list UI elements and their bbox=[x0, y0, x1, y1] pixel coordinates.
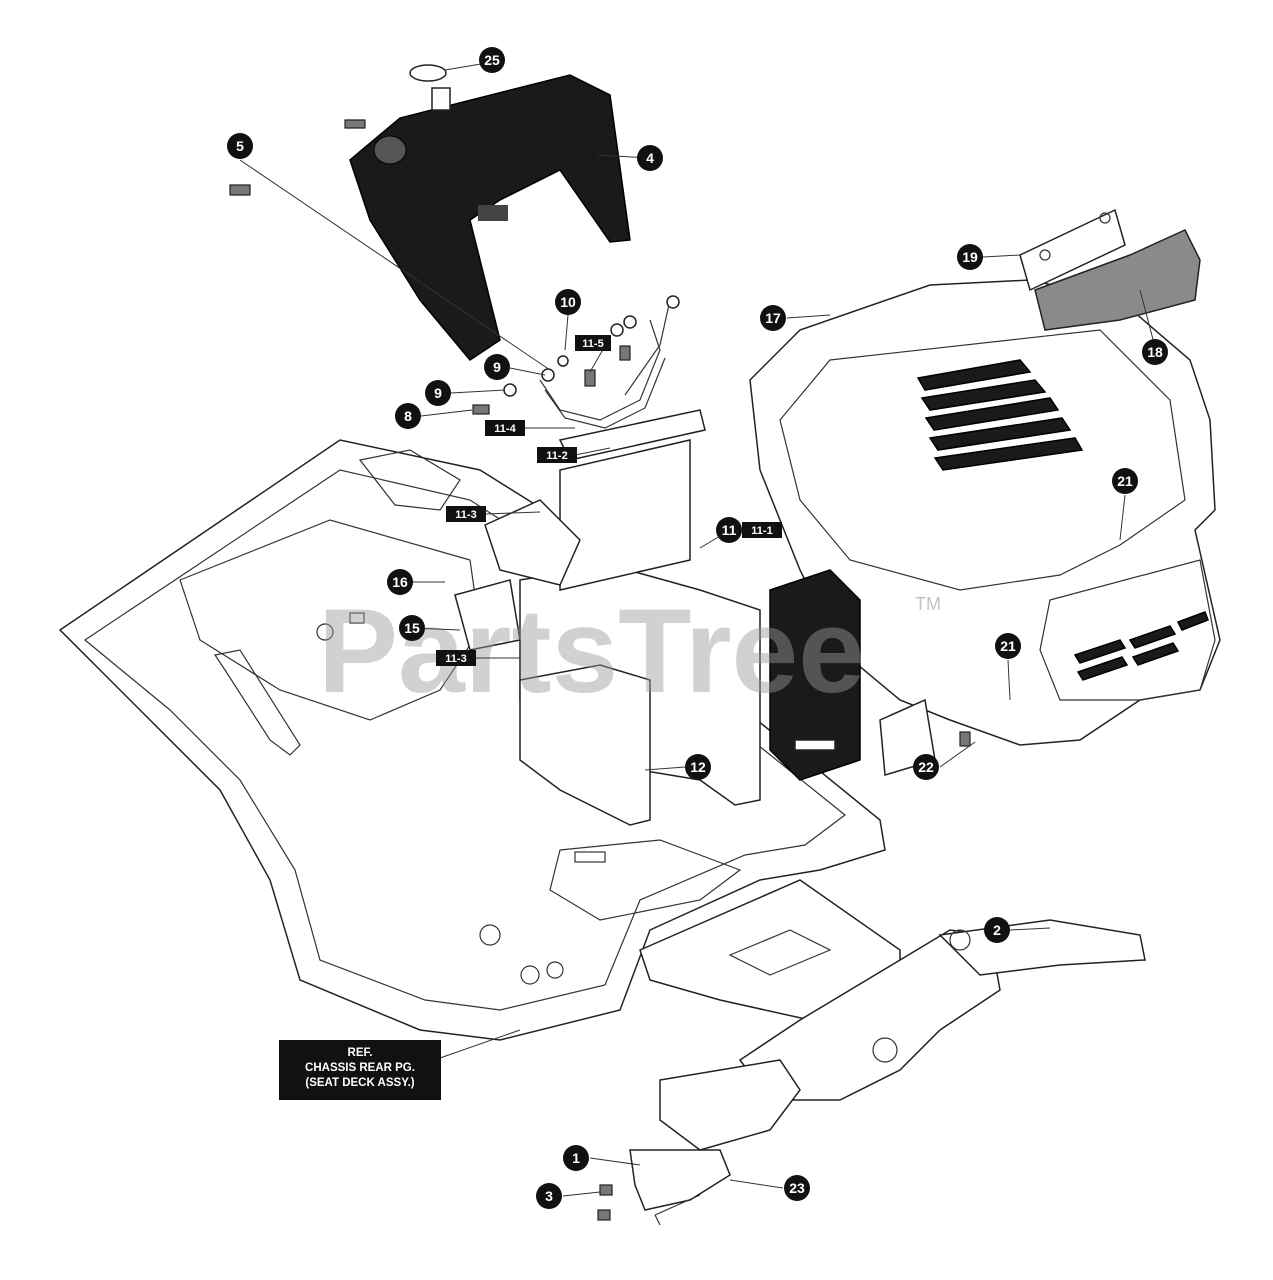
reference-line-3: (SEAT DECK ASSY.) bbox=[305, 1077, 415, 1089]
callout-25[interactable]: 25 bbox=[479, 47, 505, 73]
svg-text:11-4: 11-4 bbox=[494, 423, 516, 435]
steering-tie-rod bbox=[629, 1149, 731, 1226]
svg-text:11-5: 11-5 bbox=[582, 338, 603, 350]
svg-text:22: 22 bbox=[918, 759, 934, 775]
callout-5[interactable]: 5 bbox=[227, 133, 253, 159]
hood-plate bbox=[1019, 208, 1126, 292]
svg-text:10: 10 bbox=[560, 294, 576, 310]
callout-8[interactable]: 8 bbox=[395, 403, 421, 429]
svg-text:11-2: 11-2 bbox=[546, 450, 567, 462]
leader-lines bbox=[239, 59, 1156, 1197]
watermark: PartsTree TM bbox=[318, 584, 941, 718]
watermark-tm: TM bbox=[915, 594, 941, 614]
callout-12[interactable]: 12 bbox=[685, 754, 711, 780]
svg-text:9: 9 bbox=[493, 359, 501, 375]
svg-text:18: 18 bbox=[1147, 344, 1163, 360]
svg-text:15: 15 bbox=[404, 620, 420, 636]
callout-18[interactable]: 18 bbox=[1142, 339, 1168, 365]
callouts: 25 5 4 10 9 9 8 11 16 15 12 17 19 18 21 … bbox=[227, 47, 1168, 1209]
callout-21-lower[interactable]: 21 bbox=[995, 633, 1021, 659]
reference-line-2: CHASSIS REAR PG. bbox=[305, 1062, 415, 1074]
svg-text:11-3: 11-3 bbox=[455, 509, 476, 521]
svg-text:5: 5 bbox=[236, 138, 244, 154]
tag-11-2[interactable]: 11-2 bbox=[537, 447, 577, 463]
callout-9-lower[interactable]: 9 bbox=[425, 380, 451, 406]
svg-text:4: 4 bbox=[646, 150, 654, 166]
battery bbox=[769, 569, 936, 781]
tag-11-5[interactable]: 11-5 bbox=[575, 335, 611, 351]
hood-vents bbox=[916, 359, 1084, 471]
reference-note: REF. CHASSIS REAR PG. (SEAT DECK ASSY.) bbox=[279, 1040, 441, 1100]
svg-text:9: 9 bbox=[434, 385, 442, 401]
callout-3[interactable]: 3 bbox=[536, 1183, 562, 1209]
hood-support-rods bbox=[539, 299, 671, 429]
svg-text:17: 17 bbox=[765, 310, 781, 326]
fuel-tank-cover bbox=[349, 74, 631, 361]
tag-11-4[interactable]: 11-4 bbox=[485, 420, 525, 436]
fuel-cap bbox=[409, 64, 451, 111]
tags: 11-5 11-4 11-2 11-3 11-1 11-3 bbox=[436, 335, 782, 666]
grille-vents bbox=[1073, 611, 1209, 681]
svg-text:3: 3 bbox=[545, 1188, 553, 1204]
callout-2[interactable]: 2 bbox=[984, 917, 1010, 943]
callout-21-upper[interactable]: 21 bbox=[1112, 468, 1138, 494]
svg-text:23: 23 bbox=[789, 1180, 805, 1196]
svg-text:21: 21 bbox=[1117, 473, 1133, 489]
tag-11-3-lower[interactable]: 11-3 bbox=[436, 650, 476, 666]
svg-text:21: 21 bbox=[1000, 638, 1016, 654]
svg-text:11-1: 11-1 bbox=[751, 525, 772, 537]
tag-11-1[interactable]: 11-1 bbox=[742, 522, 782, 538]
svg-text:8: 8 bbox=[404, 408, 412, 424]
front-axle-chassis bbox=[639, 879, 1146, 1151]
svg-text:1: 1 bbox=[572, 1150, 580, 1166]
svg-text:11-3: 11-3 bbox=[445, 653, 466, 665]
callout-10[interactable]: 10 bbox=[555, 289, 581, 315]
tag-11-3-upper[interactable]: 11-3 bbox=[446, 506, 486, 522]
callout-4[interactable]: 4 bbox=[637, 145, 663, 171]
callout-17[interactable]: 17 bbox=[760, 305, 786, 331]
hood-bumper-strip bbox=[1034, 229, 1201, 331]
watermark-text: PartsTree bbox=[318, 584, 865, 718]
svg-text:16: 16 bbox=[392, 574, 408, 590]
callout-16[interactable]: 16 bbox=[387, 569, 413, 595]
callout-23[interactable]: 23 bbox=[784, 1175, 810, 1201]
svg-text:12: 12 bbox=[690, 759, 706, 775]
callout-11[interactable]: 11 bbox=[716, 517, 742, 543]
callout-19[interactable]: 19 bbox=[957, 244, 983, 270]
svg-text:19: 19 bbox=[962, 249, 978, 265]
dash-panel-brackets bbox=[454, 409, 761, 826]
hardware-bolts bbox=[229, 119, 971, 1221]
svg-text:2: 2 bbox=[993, 922, 1001, 938]
svg-text:25: 25 bbox=[484, 52, 500, 68]
reference-line-1: REF. bbox=[347, 1047, 373, 1059]
callout-15[interactable]: 15 bbox=[399, 615, 425, 641]
svg-text:11: 11 bbox=[722, 522, 737, 538]
callout-1[interactable]: 1 bbox=[563, 1145, 589, 1171]
callout-22[interactable]: 22 bbox=[913, 754, 939, 780]
callout-9-upper[interactable]: 9 bbox=[484, 354, 510, 380]
